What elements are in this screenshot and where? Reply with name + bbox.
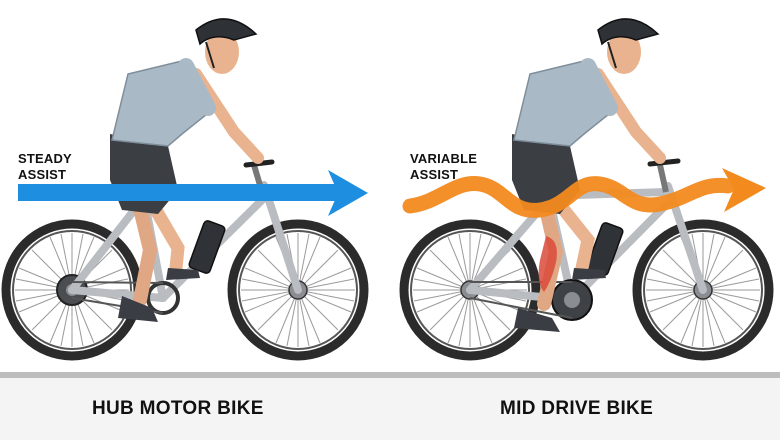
steady-assist-line2: ASSIST <box>18 167 67 182</box>
cyclist <box>512 18 666 332</box>
mid-drive-bike-title: MID DRIVE BIKE <box>500 398 654 419</box>
ground <box>0 372 780 378</box>
steady-assist-label: STEADY ASSIST <box>18 151 72 183</box>
hub-motor-bike <box>6 18 368 356</box>
variable-assist-label: VARIABLE ASSIST <box>410 151 477 183</box>
battery-icon <box>188 220 226 274</box>
hub-motor-bike-title: HUB MOTOR BIKE <box>92 398 264 419</box>
cyclist <box>110 18 264 322</box>
variable-assist-arrow <box>402 168 766 218</box>
variable-assist-line2: ASSIST <box>410 167 459 182</box>
variable-assist-line1: VARIABLE <box>410 151 478 166</box>
muscle-highlight <box>538 236 557 292</box>
mid-drive-bike <box>402 18 769 356</box>
steady-assist-line1: STEADY <box>18 151 72 166</box>
steady-assist-arrow <box>18 170 368 216</box>
